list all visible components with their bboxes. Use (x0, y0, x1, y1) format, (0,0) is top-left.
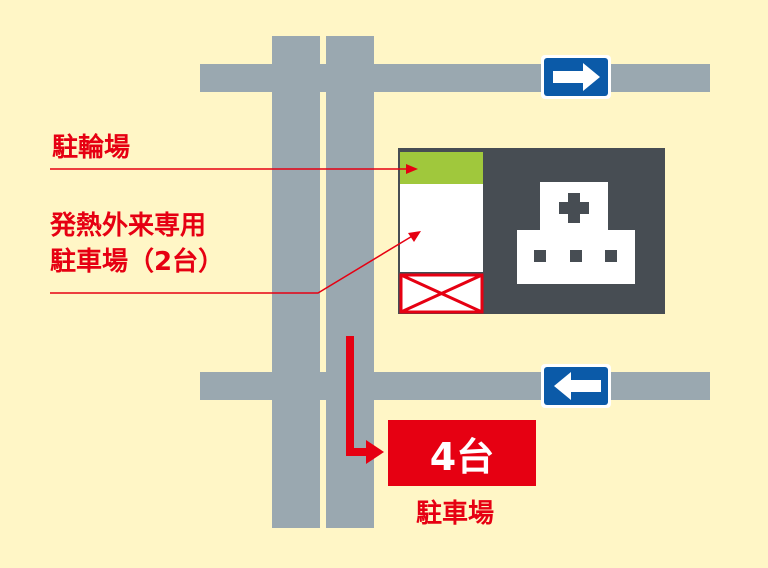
medical-cross-icon (559, 193, 589, 223)
fever-parking-label: 発熱外来専用 駐車場（2台） (50, 208, 224, 280)
main-road-left-lane (272, 36, 320, 528)
fever-leader-arrowhead (408, 231, 421, 242)
fever-parking-label-line2: 駐車場（2台） (50, 247, 225, 277)
fever-parking-area (400, 184, 483, 272)
parking-count-badge: 4台 (388, 420, 536, 486)
fever-parking-label-line1: 発熱外来専用 (50, 211, 207, 241)
roads (200, 36, 710, 528)
bicycle-leader-arrowhead (406, 164, 418, 174)
fever-leader-line (50, 234, 415, 294)
closed-area-icon (399, 273, 484, 314)
leader-lines (50, 164, 421, 294)
left-arrow-sign-icon (541, 364, 611, 408)
right-arrow-sign-icon (541, 55, 611, 99)
entry-arrow (346, 336, 384, 464)
parking-label: 駐車場 (416, 499, 495, 529)
window-squares (534, 250, 617, 262)
bicycle-parking-label: 駐輪場 (52, 133, 131, 163)
